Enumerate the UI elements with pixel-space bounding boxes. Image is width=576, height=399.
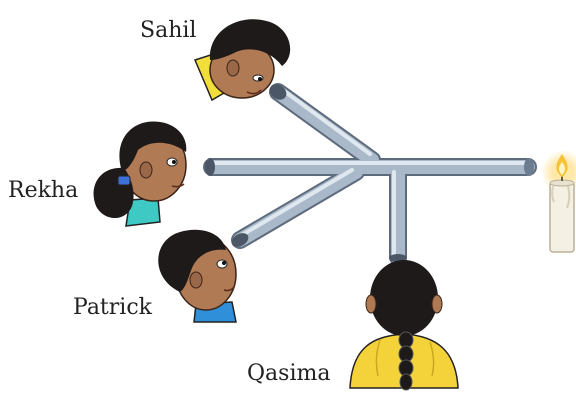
patrick-figure — [158, 229, 237, 323]
tube-network — [203, 83, 537, 266]
label-qasima: Qasima — [247, 361, 331, 386]
tube-end-qasima — [389, 254, 407, 262]
label-sahil: Sahil — [140, 18, 197, 43]
label-patrick: Patrick — [73, 295, 152, 320]
qasima-figure — [349, 260, 459, 391]
candle-icon — [541, 150, 576, 253]
tube-end-rekha — [205, 158, 215, 176]
sahil-figure — [193, 19, 291, 102]
tube-end-patrick — [231, 233, 249, 247]
tube-end-candle — [524, 158, 534, 176]
rekha-figure — [93, 121, 187, 227]
label-rekha: Rekha — [8, 178, 79, 203]
tube-end-sahil — [269, 84, 287, 100]
